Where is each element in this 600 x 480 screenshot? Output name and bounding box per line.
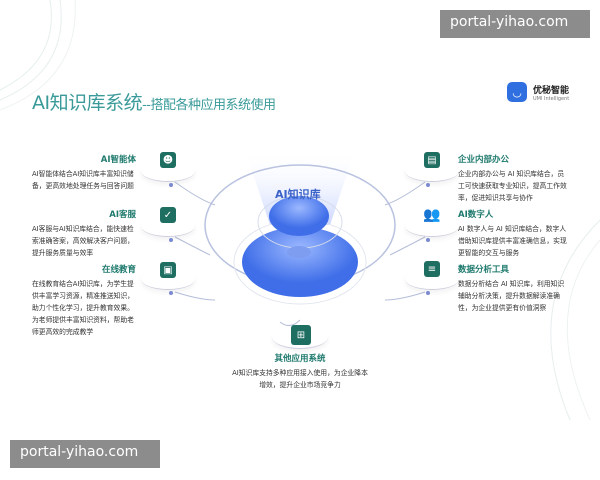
feature-title: AI数字人	[458, 210, 494, 220]
feature-text: AI 数字人与 AI 知识库结合，数字人借助知识库提供丰富准确信息，实现更智能的…	[458, 225, 567, 257]
title-sub: --搭配各种应用系统使用	[142, 98, 276, 113]
watermark: portal-yihao.com	[440, 10, 590, 38]
feature-title: 其他应用系统	[274, 354, 326, 364]
checklist-icon: ✓	[160, 207, 176, 223]
feature-digital-human: AI数字人 AI 数字人与 AI 知识库结合，数字人借助知识库提供丰富准确信息，实…	[458, 208, 570, 259]
brain-head-icon: ☻	[160, 152, 176, 168]
feature-text: AI客服与AI知识库结合，能快速检索准确答案，高效解决客户问题，提升服务质量与效…	[32, 225, 134, 257]
apps-grid-icon: ⊞	[291, 325, 311, 345]
box-icon: ▣	[160, 262, 176, 278]
watermark: portal-yihao.com	[10, 440, 160, 468]
center-label: AI知识库	[275, 188, 321, 201]
feature-online-edu: 在线教育在线教育结合AI知识库，为学生提供丰富学习资源，精准推送知识，助力个性化…	[32, 263, 136, 338]
id-badge-icon: ▤	[424, 152, 440, 168]
feature-title: 数据分析工具	[458, 265, 510, 275]
feature-text: 企业内部办公与 AI 知识库结合，员工可快速获取专业知识，提高工作效率，促进知识…	[458, 170, 567, 202]
brand-name: 优秘智能	[533, 85, 570, 96]
title-main: AI知识库系统	[32, 92, 143, 114]
feature-other-apps: 其他应用系统 AI知识库支持多种应用接入使用，为企业降本增效，提升企业市场竞争力	[230, 352, 370, 391]
feature-text: 数据分析结合 AI 知识库，利用知识辅助分析决策，提升数据解读准确性，为企业提供…	[458, 280, 565, 312]
feature-text: AI知识库支持多种应用接入使用，为企业降本增效，提升企业市场竞争力	[232, 369, 368, 389]
feature-title: AI智能体	[100, 155, 136, 165]
feature-text: 在线教育结合AI知识库，为学生提供丰富学习资源，精准推送知识，助力个性化学习，提…	[32, 280, 134, 336]
feature-title: 企业内部办公	[458, 155, 510, 165]
clipboard-icon: ≡	[424, 261, 440, 277]
feature-ai-agent: AI智能体 AI智能体结合AI知识库丰富知识储备，更高效地处理任务与回答问题	[32, 153, 136, 192]
feature-ai-service: AI客服 AI客服与AI知识库结合，能快速检索准确答案，高效解决客户问题，提升服务…	[32, 208, 136, 259]
page-title: AI知识库系统--搭配各种应用系统使用	[32, 88, 276, 115]
users-icon: 👥	[423, 207, 441, 223]
feature-title: 在线教育	[101, 265, 136, 275]
feature-data-analysis: 数据分析工具数据分析结合 AI 知识库，利用知识辅助分析决策，提升数据解读准确性…	[458, 263, 570, 314]
brand-en: UMI Intelligent	[533, 95, 570, 102]
feature-office: 企业内部办公企业内部办公与 AI 知识库结合，员工可快速获取专业知识，提高工作效…	[458, 153, 570, 204]
magnet-icon: ◡	[507, 82, 527, 102]
feature-title: AI客服	[109, 210, 136, 220]
feature-text: AI智能体结合AI知识库丰富知识储备，更高效地处理任务与回答问题	[32, 170, 134, 190]
